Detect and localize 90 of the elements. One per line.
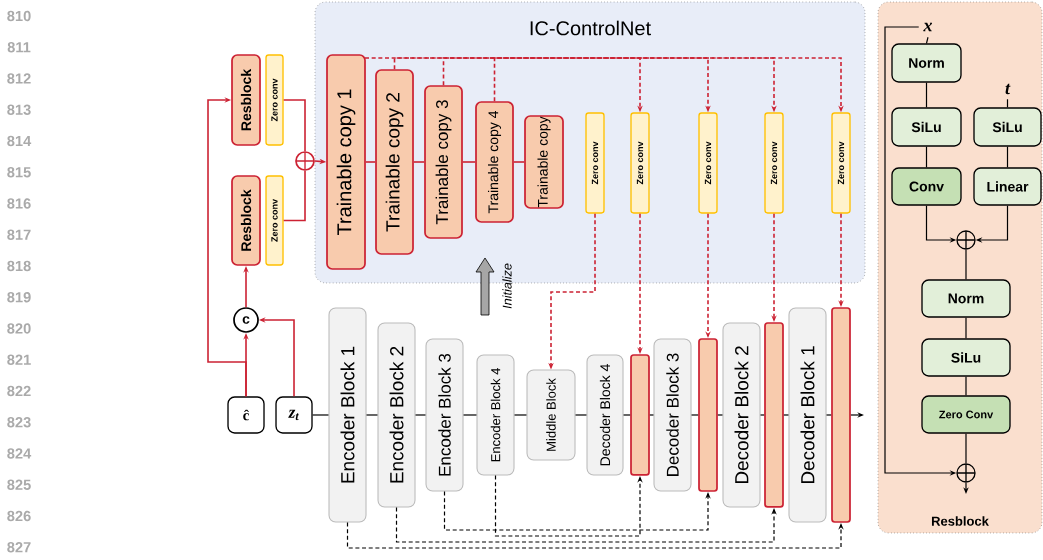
line-number: 824 [7, 448, 32, 459]
line-number: 823 [7, 417, 31, 428]
arrow [207, 97, 247, 398]
layer-box: SiLu [973, 107, 1042, 147]
line-number: 814 [7, 135, 32, 147]
decoder-block: Decoder Block 2 [722, 322, 761, 508]
sum-symbol [956, 463, 976, 483]
encoder-block: Encoder Block 3 [425, 338, 464, 492]
connector [965, 317, 967, 339]
connector [759, 414, 765, 416]
resblock-box: Resblock [231, 175, 261, 266]
input-box: ĉ [227, 396, 265, 434]
connector [413, 161, 425, 163]
injection-bar [630, 354, 650, 476]
connector [513, 161, 525, 163]
line-number: 826 [7, 510, 31, 522]
connector [312, 414, 330, 416]
connector [1006, 146, 1009, 168]
decoder-block: Decoder Block 4 [586, 354, 624, 476]
injection-bar [831, 307, 851, 523]
sum-symbol [295, 151, 315, 171]
connector [649, 414, 655, 416]
middle-block: Middle Block [526, 369, 576, 461]
connector [965, 249, 967, 280]
connector [622, 414, 631, 416]
connector [783, 414, 790, 416]
line-number: 825 [7, 479, 31, 490]
resblock-box: Resblock [231, 54, 261, 146]
layer-box: Norm [921, 279, 1011, 318]
zero-conv-block: Zero conv [265, 54, 284, 146]
injection-bar [764, 322, 784, 508]
sum-symbol [956, 230, 976, 250]
connector [365, 161, 376, 163]
encoder-block: Encoder Block 4 [476, 354, 515, 476]
trainable-block: Trainable copy 4 [475, 101, 514, 223]
line-number: 810 [7, 10, 31, 22]
line-number: 820 [7, 323, 31, 334]
trainable-block: Trainable copy 1 [326, 54, 366, 270]
line-number: 827 [7, 542, 31, 553]
line-number: 813 [7, 104, 31, 115]
connector [365, 414, 379, 416]
line-number: 817 [7, 229, 31, 240]
connector [965, 433, 967, 464]
connector [282, 170, 306, 222]
layer-box: SiLu [891, 107, 962, 147]
zero-conv-block: Zero conv [265, 175, 284, 266]
line-number: 819 [7, 292, 31, 303]
layer-box: Conv [891, 167, 962, 206]
connector [513, 414, 528, 416]
encoder-block: Encoder Block 2 [377, 322, 416, 508]
zero-conv-block: Zero conv [831, 112, 851, 214]
encoder-block: Encoder Block 1 [328, 307, 367, 523]
zero-conv-block: Zero conv [585, 112, 605, 214]
connector [825, 414, 832, 416]
connector [574, 414, 588, 416]
layer-box: SiLu [921, 338, 1011, 377]
line-number: 818 [7, 260, 31, 272]
layer-box: Norm [891, 43, 962, 83]
connector [717, 414, 724, 416]
input-box: z$_{t}$ [275, 396, 313, 434]
connector [965, 376, 967, 396]
connector [462, 161, 476, 163]
input-label: t [1005, 83, 1011, 95]
zero-conv-block: Zero conv [764, 112, 784, 214]
line-number: 822 [7, 385, 31, 397]
zero-conv-block: Zero conv [630, 112, 650, 214]
line-number: 816 [7, 198, 31, 209]
decoder-block: Decoder Block 3 [653, 338, 692, 492]
injection-bar [698, 338, 718, 492]
zero-conv-block: Zero conv [698, 112, 718, 214]
connector [925, 146, 928, 168]
decoder-block: Decoder Block 1 [788, 307, 827, 523]
connector [925, 82, 928, 108]
layer-box: Zero Conv [921, 395, 1011, 434]
layer-box: Linear [973, 167, 1042, 206]
line-number: 812 [7, 73, 31, 84]
connector [414, 414, 427, 416]
trainable-block: Trainable copy [524, 115, 564, 209]
connector [690, 414, 699, 416]
input-label: x [923, 22, 933, 32]
annotation-text: Initialize [502, 263, 512, 309]
line-number: 821 [7, 354, 31, 365]
trainable-block: Trainable copy 3 [424, 85, 463, 239]
connector [282, 99, 306, 152]
trainable-block: Trainable copy 2 [375, 69, 414, 255]
connector [462, 414, 478, 416]
connector [925, 36, 929, 44]
connector [1006, 98, 1009, 108]
line-number: 811 [7, 42, 31, 53]
line-number: 815 [7, 167, 31, 178]
